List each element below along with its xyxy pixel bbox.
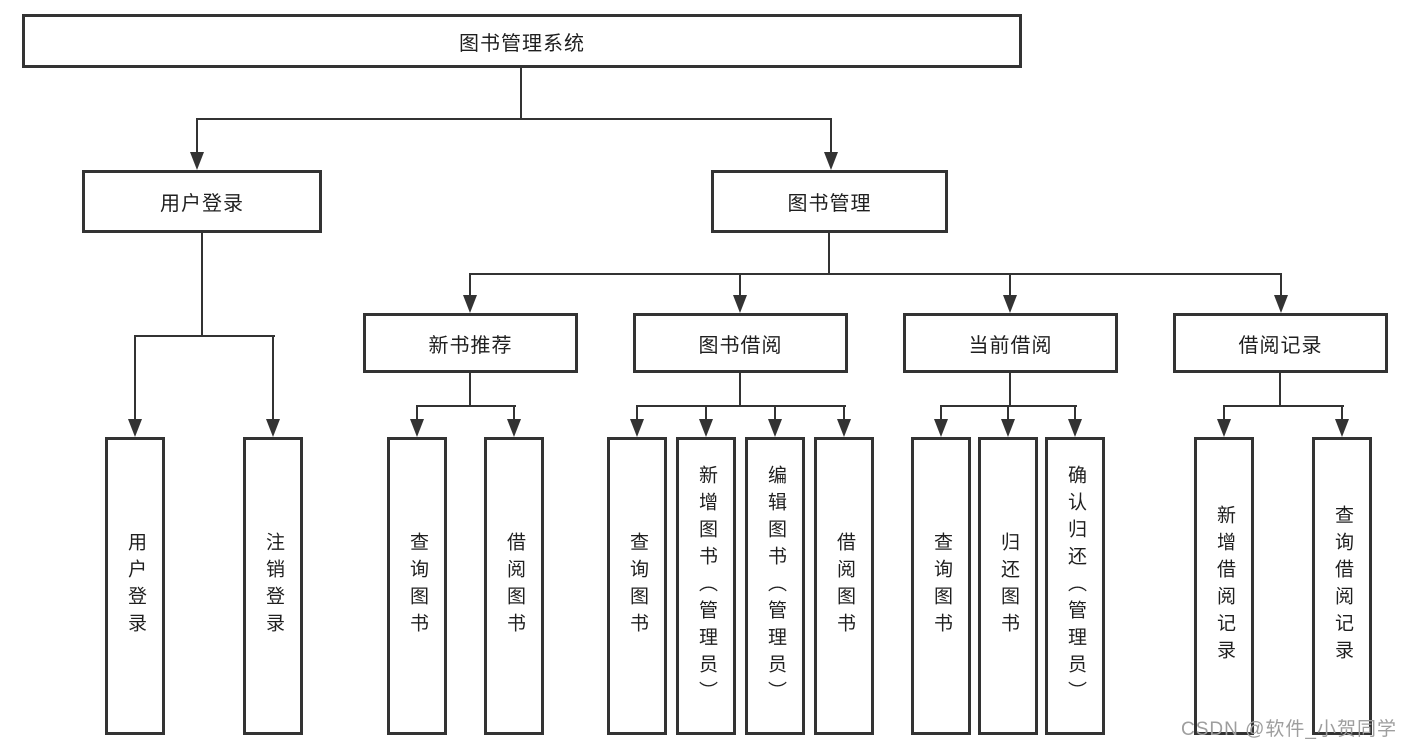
node-book-borrowing: 图书借阅 — [633, 313, 848, 373]
connector-line — [1074, 405, 1076, 421]
connector-line — [469, 373, 471, 407]
arrowhead-down-icon — [1068, 419, 1082, 437]
leaf-borrow-books: 借阅图书 — [814, 437, 874, 735]
connector-line — [201, 233, 203, 337]
connector-line — [1223, 405, 1225, 421]
connector-line — [1223, 405, 1344, 407]
connector-line — [705, 405, 707, 421]
connector-line — [1341, 405, 1343, 421]
arrowhead-down-icon — [128, 419, 142, 437]
connector-line — [196, 118, 832, 120]
connector-line — [830, 118, 832, 154]
leaf-logout: 注销登录 — [243, 437, 303, 735]
arrowhead-down-icon — [507, 419, 521, 437]
connector-line — [843, 405, 845, 421]
connector-line — [828, 233, 830, 275]
connector-line — [416, 405, 516, 407]
arrowhead-down-icon — [463, 295, 477, 313]
arrowhead-down-icon — [768, 419, 782, 437]
connector-line — [469, 273, 1282, 275]
arrowhead-down-icon — [410, 419, 424, 437]
arrowhead-down-icon — [934, 419, 948, 437]
connector-line — [134, 335, 275, 337]
connector-line — [1009, 273, 1011, 297]
connector-line — [520, 68, 522, 120]
connector-line — [134, 335, 136, 421]
connector-line — [739, 373, 741, 407]
csdn-watermark: CSDN @软件_小贺同学 — [1181, 719, 1397, 740]
arrowhead-down-icon — [837, 419, 851, 437]
leaf-confirm-return-admin: 确认归还（管理员） — [1045, 437, 1105, 735]
node-new-book-recommendation: 新书推荐 — [363, 313, 578, 373]
node-book-management: 图书管理 — [711, 170, 948, 233]
connector-line — [1279, 373, 1281, 407]
leaf-borrow-books-recommend: 借阅图书 — [484, 437, 544, 735]
arrowhead-down-icon — [190, 152, 204, 170]
connector-line — [1280, 273, 1282, 297]
connector-line — [469, 273, 471, 297]
arrowhead-down-icon — [824, 152, 838, 170]
leaf-return-books: 归还图书 — [978, 437, 1038, 735]
arrowhead-down-icon — [1003, 295, 1017, 313]
arrowhead-down-icon — [1274, 295, 1288, 313]
leaf-add-borrow-record: 新增借阅记录 — [1194, 437, 1254, 735]
connector-line — [739, 273, 741, 297]
arrowhead-down-icon — [1001, 419, 1015, 437]
connector-line — [1009, 373, 1011, 407]
arrowhead-down-icon — [266, 419, 280, 437]
node-library-management-system: 图书管理系统 — [22, 14, 1022, 68]
node-borrowing-records: 借阅记录 — [1173, 313, 1388, 373]
leaf-query-borrow-record: 查询借阅记录 — [1312, 437, 1372, 735]
arrowhead-down-icon — [1335, 419, 1349, 437]
arrowhead-down-icon — [1217, 419, 1231, 437]
node-user-login: 用户登录 — [82, 170, 322, 233]
leaf-query-books-recommend: 查询图书 — [387, 437, 447, 735]
leaf-add-books-admin: 新增图书（管理员） — [676, 437, 736, 735]
leaf-edit-books-admin: 编辑图书（管理员） — [745, 437, 805, 735]
leaf-query-books-borrowing: 查询图书 — [607, 437, 667, 735]
arrowhead-down-icon — [699, 419, 713, 437]
connector-line — [513, 405, 515, 421]
arrowhead-down-icon — [733, 295, 747, 313]
leaf-query-books-current: 查询图书 — [911, 437, 971, 735]
node-current-borrowing: 当前借阅 — [903, 313, 1118, 373]
connector-line — [636, 405, 846, 407]
arrowhead-down-icon — [630, 419, 644, 437]
connector-line — [636, 405, 638, 421]
connector-line — [940, 405, 942, 421]
connector-line — [774, 405, 776, 421]
connector-line — [196, 118, 198, 154]
connector-line — [416, 405, 418, 421]
leaf-user-login: 用户登录 — [105, 437, 165, 735]
connector-line — [1007, 405, 1009, 421]
connector-line — [272, 335, 274, 421]
